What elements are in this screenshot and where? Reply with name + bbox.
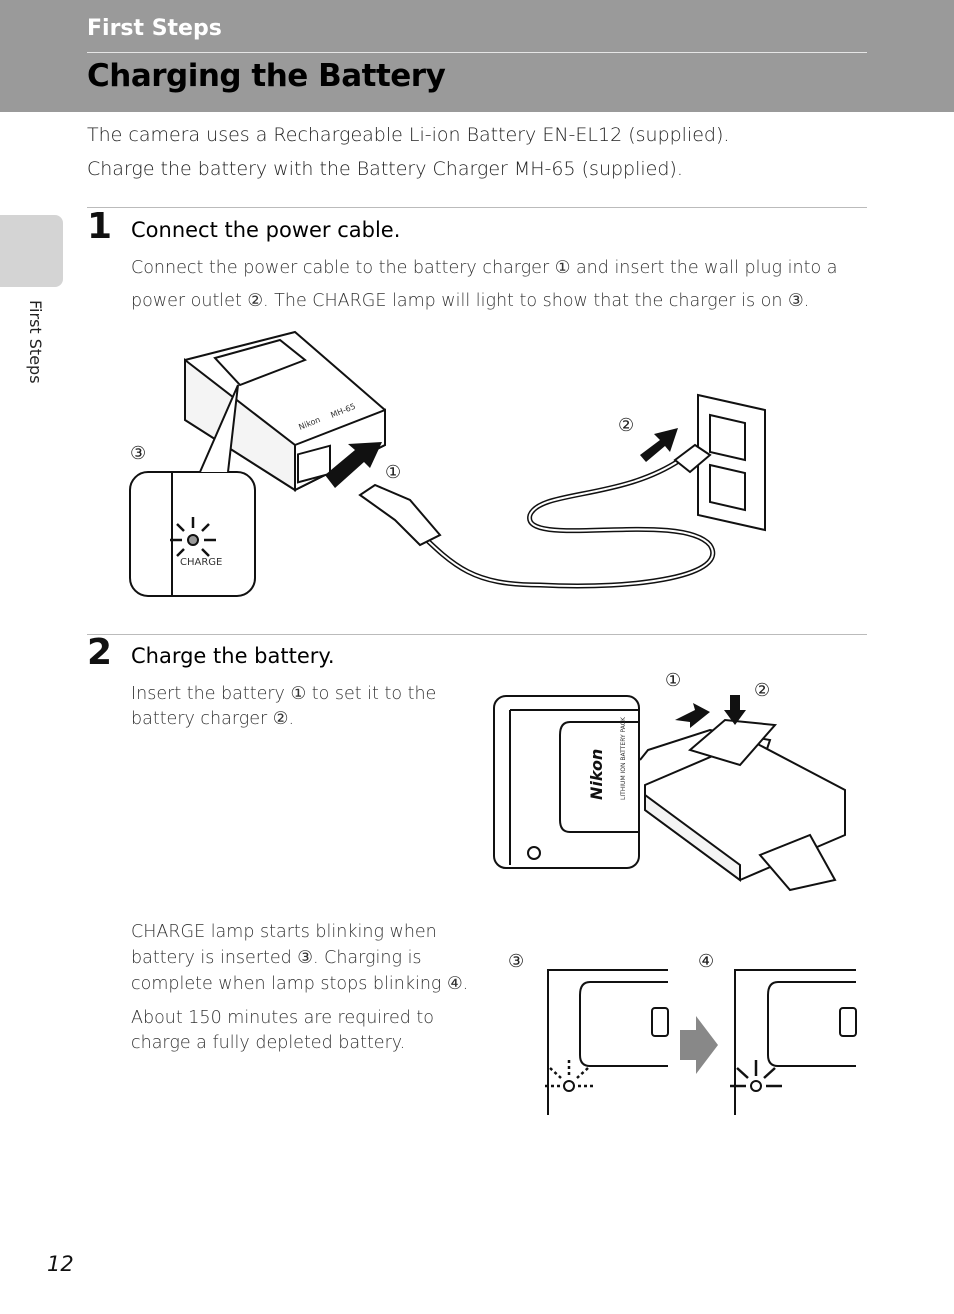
page-title: Charging the Battery bbox=[87, 58, 446, 94]
step-heading: Charge the battery. bbox=[131, 644, 335, 668]
page-number: 12 bbox=[47, 1252, 74, 1276]
step-text: About 150 minutes are required to bbox=[131, 1008, 434, 1028]
header-divider bbox=[87, 52, 867, 53]
step-heading: Connect the power cable. bbox=[131, 218, 401, 242]
callout-2: ② bbox=[754, 680, 770, 701]
callout-3: ③ bbox=[130, 443, 146, 464]
page-header bbox=[0, 0, 954, 112]
step-text: CHARGE lamp starts blinking when bbox=[131, 922, 437, 942]
side-tab[interactable] bbox=[0, 215, 63, 287]
step-text: charge a fully depleted battery. bbox=[131, 1033, 406, 1053]
divider bbox=[87, 207, 867, 208]
step-number: 1 bbox=[87, 206, 113, 247]
charger-connection-illustration: CHARGE Nikon MH-65 ① ② ③ bbox=[129, 330, 766, 597]
step-text: complete when lamp stops blinking ④. bbox=[131, 974, 469, 994]
step-text: Insert the battery ① to set it to the bbox=[131, 684, 437, 704]
battery-insertion-illustration: Nikon LITHIUM ION BATTERY PACK ① ② ③ ④ bbox=[493, 670, 857, 1115]
divider bbox=[87, 634, 867, 635]
section-title: First Steps bbox=[87, 16, 222, 41]
battery-brand: Nikon bbox=[587, 749, 606, 800]
step-text: battery is inserted ③. Charging is bbox=[131, 948, 422, 968]
side-tab-label: First Steps bbox=[26, 300, 45, 384]
callout-1: ① bbox=[665, 670, 681, 691]
step-number: 2 bbox=[87, 632, 113, 673]
intro-line: Charge the battery with the Battery Char… bbox=[87, 158, 683, 180]
callout-3: ③ bbox=[508, 951, 524, 972]
step-text: power outlet ②. The CHARGE lamp will lig… bbox=[131, 291, 810, 311]
callout-1: ① bbox=[385, 462, 401, 483]
step-text: Connect the power cable to the battery c… bbox=[131, 258, 838, 278]
callout-2: ② bbox=[618, 415, 634, 436]
callout-4: ④ bbox=[698, 951, 714, 972]
battery-label: LITHIUM ION BATTERY PACK bbox=[620, 716, 627, 800]
intro-line: The camera uses a Rechargeable Li-ion Ba… bbox=[87, 124, 730, 146]
step-text: battery charger ②. bbox=[131, 709, 295, 729]
charge-lamp-label: CHARGE bbox=[180, 557, 222, 568]
